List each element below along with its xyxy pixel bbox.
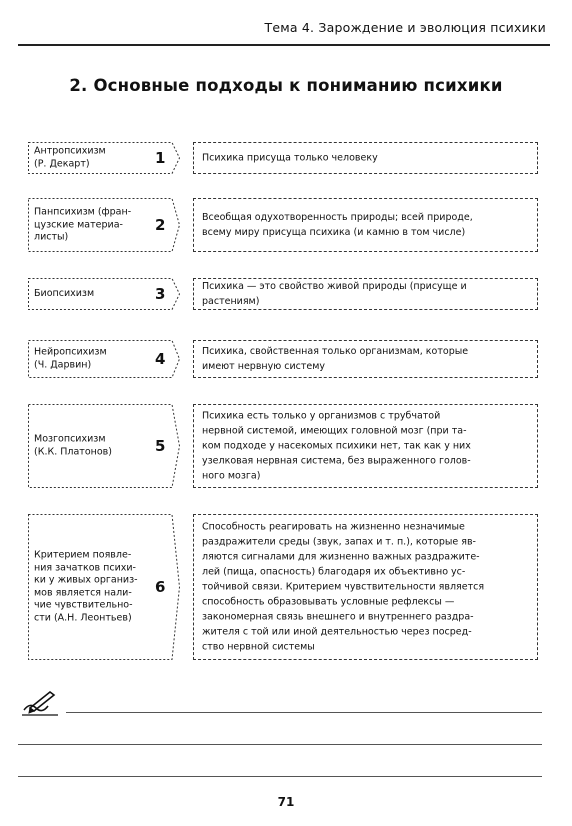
description-line: лей (пища, опасность) благодаря их объек… [202, 566, 466, 578]
arrow-tag-shape [28, 404, 181, 488]
description-line: ного мозга) [202, 470, 261, 482]
page-number: 71 [277, 795, 295, 809]
approach-number: 4 [155, 350, 166, 368]
approach-description-box: Психика есть только у организмов с трубч… [193, 404, 538, 488]
description-line: растениям) [202, 296, 260, 307]
approach-description: Психика присуща только человеку [202, 151, 531, 166]
approach-description: Способность реагировать на жизненно незн… [202, 520, 531, 655]
label-line: Мозгопсихизм [34, 433, 106, 445]
label-line: Нейропсихизм [34, 346, 107, 358]
description-line: закономерная связь внешнего и внутреннег… [202, 611, 474, 623]
label-line: (К.К. Платонов) [34, 446, 112, 457]
approach-description-box: Психика, свойственная только организмам,… [193, 340, 538, 378]
description-line: Психика есть только у организмов с трубч… [202, 410, 441, 422]
approach-description: Всеобщая одухотворенность природы; всей … [202, 210, 531, 240]
approach-number: 3 [155, 285, 166, 303]
approach-number: 6 [155, 578, 166, 596]
note-line [18, 776, 542, 777]
description-line: ство нервной системы [202, 641, 315, 653]
arrow-tag-shape [28, 278, 181, 310]
approach-description-box: Психика — это свойство живой природы (пр… [193, 278, 538, 310]
approach-description: Психика, свойственная только организмам,… [202, 344, 531, 374]
approach-label: Биопсихизм 3 [28, 278, 181, 310]
label-line: цузские материа- [34, 218, 123, 230]
approach-label: Антропсихизм(Р. Декарт)1 [28, 142, 181, 174]
approach-label: Мозгопсихизм(К.К. Платонов)5 [28, 404, 181, 488]
label-line: Антропсихизм [34, 145, 106, 157]
arrow-tag-shape [28, 514, 181, 660]
label-line: Панпсихизм (фран- [34, 206, 132, 218]
approach-label-text: Критерием появле-ния зачатков психи-ки у… [34, 550, 152, 625]
label-line: (Ч. Дарвин) [34, 359, 92, 370]
approach-label-text: Панпсихизм (фран-цузские материа-листы) [34, 206, 152, 244]
page-title: 2. Основные подходы к пониманию психики [69, 76, 503, 95]
note-line [66, 712, 542, 713]
arrow-tag-shape [28, 198, 181, 252]
running-header: Тема 4. Зарождение и эволюция психики [18, 14, 550, 46]
approach-label-text: Мозгопсихизм(К.К. Платонов) [34, 434, 152, 459]
description-line: Способность реагировать на жизненно незн… [202, 521, 465, 533]
approach-number: 2 [155, 216, 166, 234]
approach-label-text: Антропсихизм(Р. Декарт) [34, 146, 152, 171]
label-line: Критерием появле- [34, 549, 132, 561]
description-line: всему миру присуща психика (и камню в то… [202, 227, 466, 238]
label-line: (Р. Декарт) [34, 158, 90, 169]
approach-label-text: Биопсихизм [34, 288, 152, 301]
approach-description: Психика — это свойство живой природы (пр… [202, 279, 531, 309]
arrow-tag-shape [28, 142, 181, 174]
approach-description-box: Способность реагировать на жизненно незн… [193, 514, 538, 660]
approach-label-text: Нейропсихизм(Ч. Дарвин) [34, 347, 152, 372]
description-line: нервной системой, имеющих головной мозг … [202, 425, 467, 437]
description-line: способность образовывать условные рефлек… [202, 596, 455, 608]
note-line [18, 744, 542, 745]
approach-row: Биопсихизм 3 Психика — это свойство живой … [28, 278, 538, 310]
approach-row: Критерием появле-ния зачатков психи-ки у… [28, 514, 538, 660]
approach-label: Панпсихизм (фран-цузские материа-листы)2 [28, 198, 181, 252]
arrow-tag-shape [28, 340, 181, 378]
description-line: имеют нервную систему [202, 361, 326, 372]
pen-writing-icon [22, 690, 58, 716]
label-line: сти (А.Н. Леонтьев) [34, 612, 132, 623]
running-header-text: Тема 4. Зарождение и эволюция психики [264, 20, 546, 35]
label-line: Биопсихизм [34, 287, 95, 299]
description-line: раздражители среды (звук, запах и т. п.)… [202, 536, 476, 548]
approach-row: Панпсихизм (фран-цузские материа-листы)2… [28, 198, 538, 252]
label-line: листы) [34, 231, 69, 243]
description-line: тойчивой связи. Критерием чувствительнос… [202, 581, 485, 593]
approach-description: Психика есть только у организмов с трубч… [202, 409, 531, 484]
description-line: Психика, свойственная только организмам,… [202, 346, 469, 357]
description-line: ляются сигналами для жизненно важных раз… [202, 551, 480, 563]
approach-label: Нейропсихизм(Ч. Дарвин)4 [28, 340, 181, 378]
approach-number: 1 [155, 149, 166, 167]
description-line: ком подходе у насекомых психики нет, так… [202, 440, 471, 452]
description-line: узелковая нервная система, без выраженно… [202, 455, 471, 467]
label-line: ния зачатков психи- [34, 562, 136, 573]
label-line: мов является нали- [34, 587, 132, 598]
approach-label: Критерием появле-ния зачатков психи-ки у… [28, 514, 181, 660]
description-line: Психика присуща только человеку [202, 152, 378, 164]
description-line: Психика — это свойство живой природы (пр… [202, 281, 467, 292]
label-line: чие чувствительно- [34, 599, 133, 611]
approach-description-box: Психика присуща только человеку [193, 142, 538, 174]
approach-description-box: Всеобщая одухотворенность природы; всей … [193, 198, 538, 252]
description-line: Всеобщая одухотворенность природы; всей … [202, 212, 473, 223]
approach-number: 5 [155, 437, 166, 455]
description-line: жителя с той или иной деятельностью чере… [202, 626, 472, 638]
label-line: ки у живых организ- [34, 574, 138, 586]
